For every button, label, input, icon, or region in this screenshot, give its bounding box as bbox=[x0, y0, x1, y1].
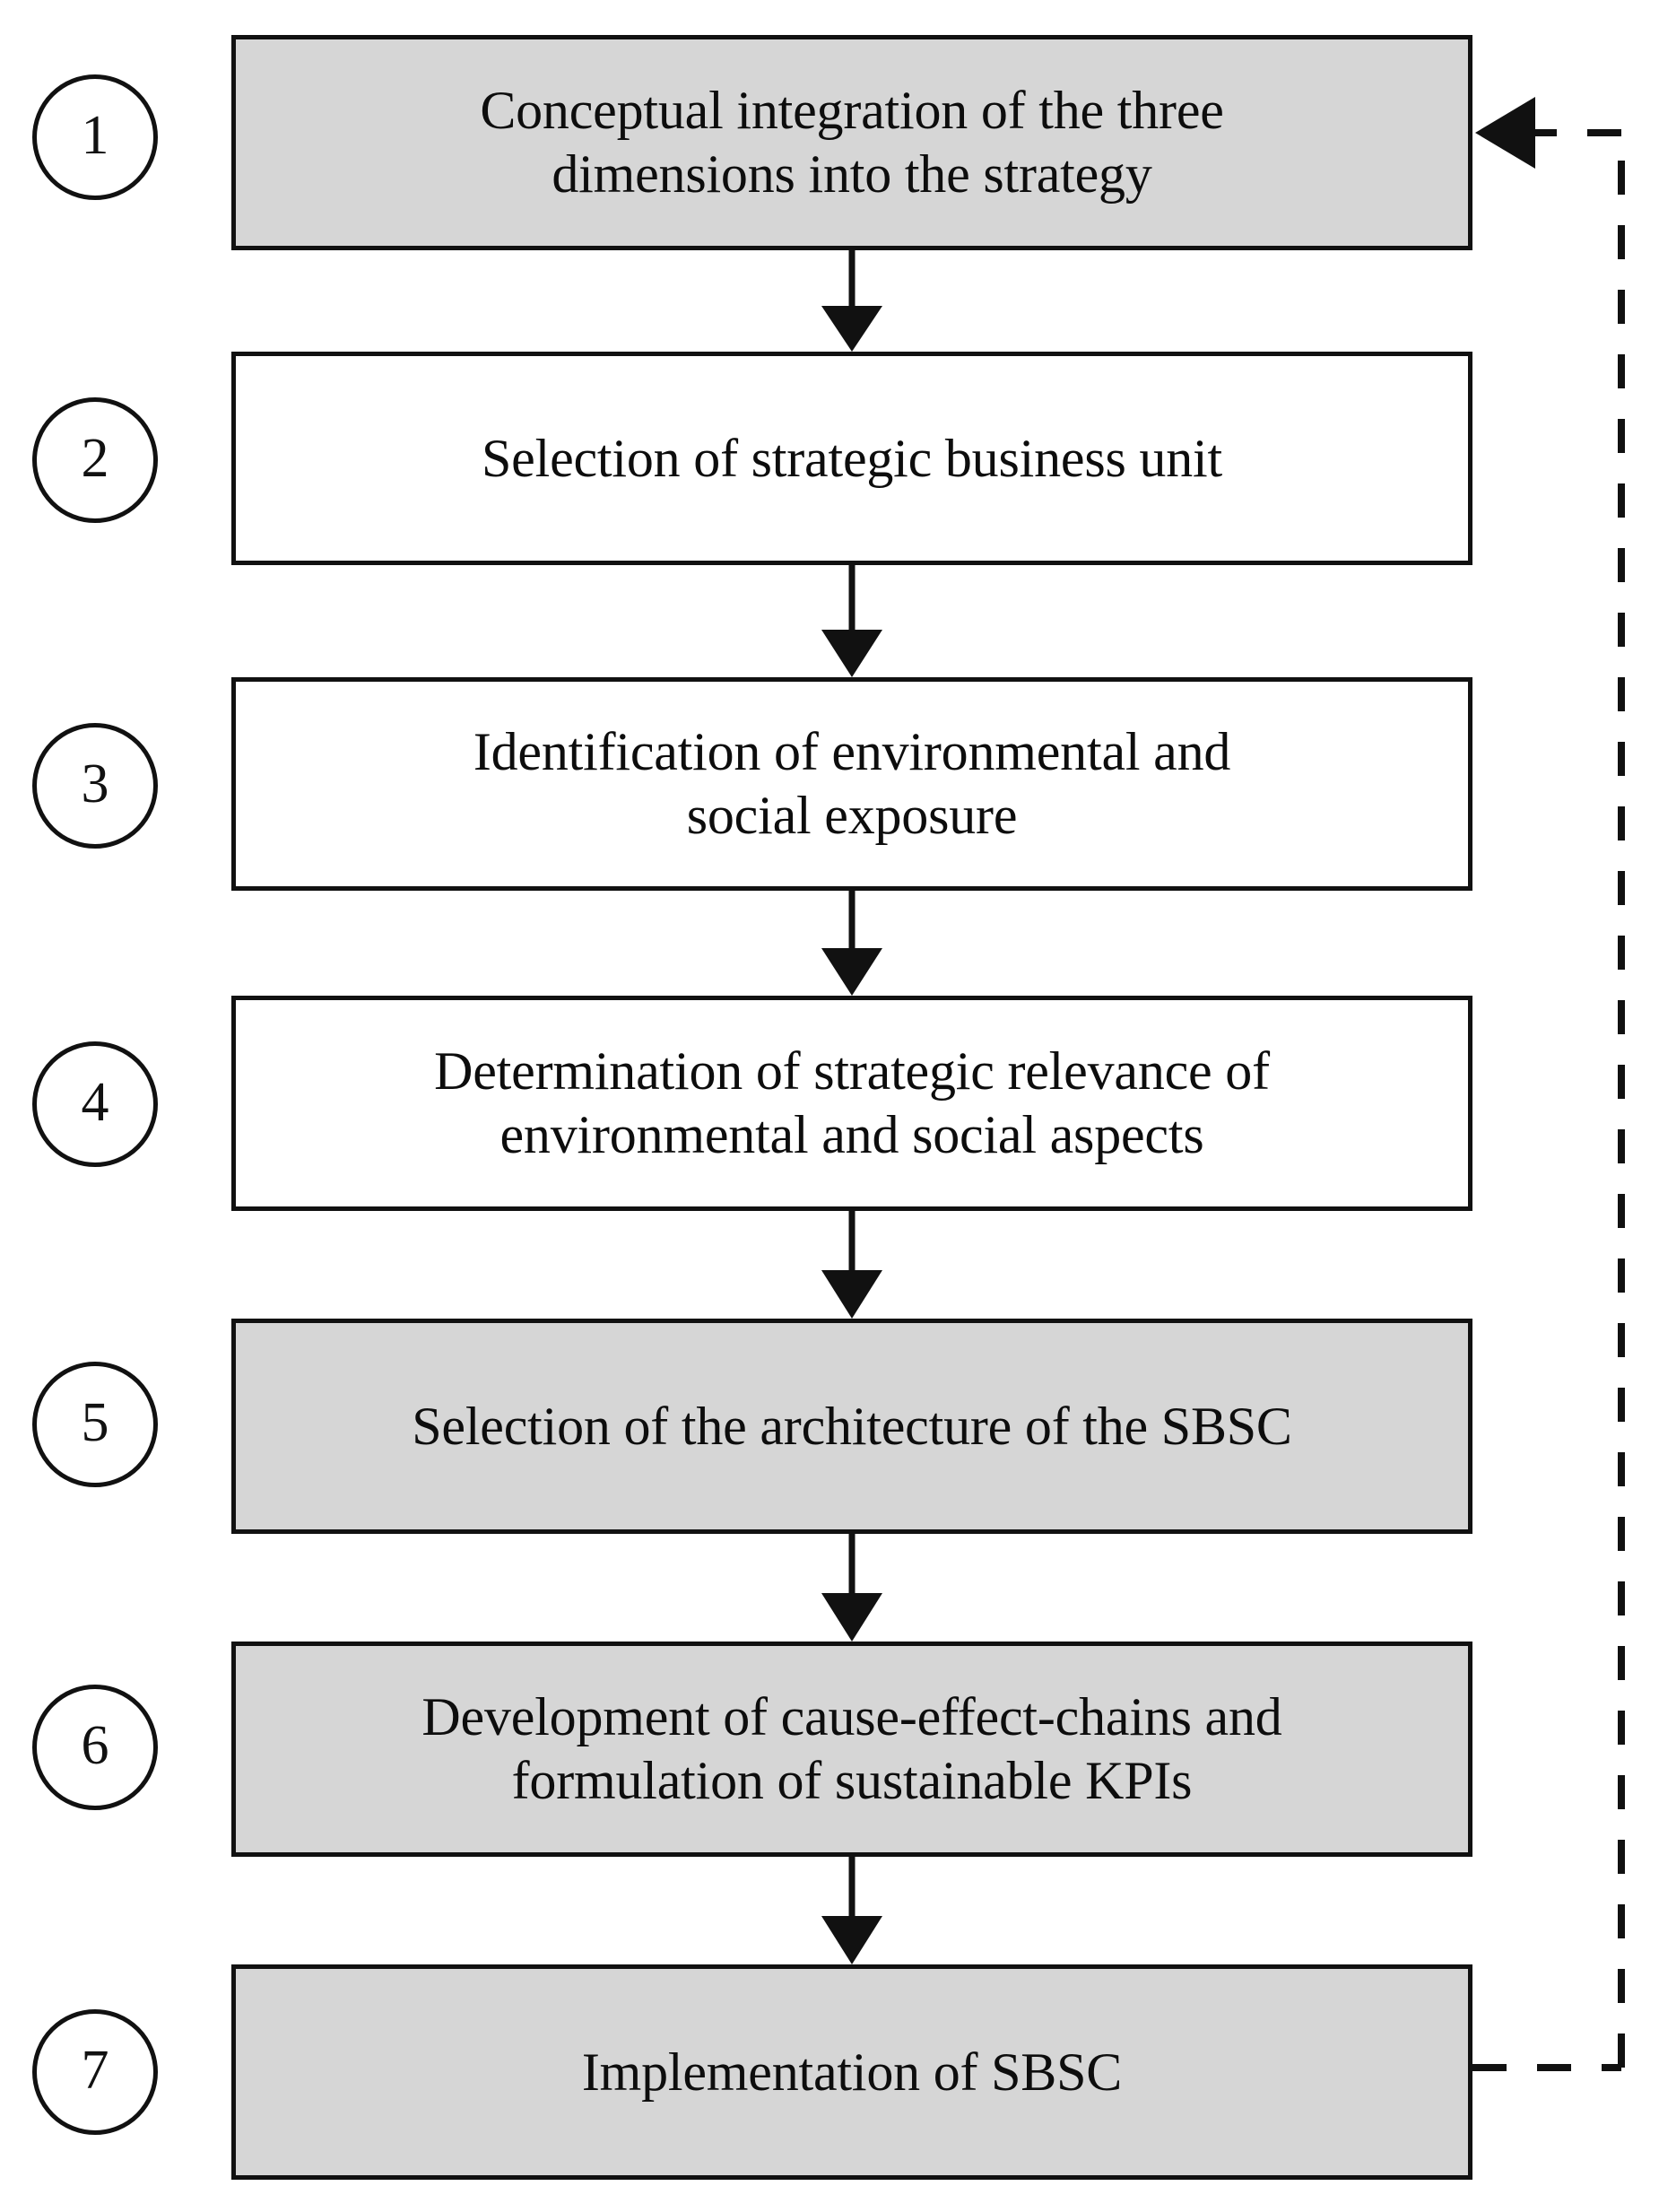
step-label-3: Identification of environmental and soci… bbox=[473, 720, 1231, 848]
step-number-circle-7: 7 bbox=[32, 2009, 158, 2135]
connector-3-to-4 bbox=[0, 891, 1659, 996]
connector-1-to-2 bbox=[0, 250, 1659, 352]
step-number-circle-4: 4 bbox=[32, 1041, 158, 1167]
step-label-5-line-1: Selection of the architecture of the SBS… bbox=[412, 1396, 1292, 1456]
step-number-6: 6 bbox=[81, 1715, 109, 1776]
step-label-4-line-2: environmental and social aspects bbox=[499, 1105, 1204, 1164]
step-box-5[interactable]: Selection of the architecture of the SBS… bbox=[231, 1319, 1472, 1534]
step-label-4: Determination of strategic relevance of … bbox=[434, 1040, 1270, 1167]
step-label-6: Development of cause-effect-chains and f… bbox=[421, 1685, 1281, 1813]
step-label-3-line-1: Identification of environmental and bbox=[473, 722, 1231, 782]
step-label-7: Implementation of SBSC bbox=[582, 2041, 1122, 2104]
step-box-3[interactable]: Identification of environmental and soci… bbox=[231, 677, 1472, 891]
step-label-1-line-2: dimensions into the strategy bbox=[552, 144, 1152, 204]
connector-2-to-3 bbox=[0, 565, 1659, 677]
step-label-7-line-1: Implementation of SBSC bbox=[581, 2042, 1123, 2102]
step-label-1: Conceptual integration of the three dime… bbox=[480, 79, 1224, 206]
step-number-1: 1 bbox=[81, 105, 109, 166]
step-number-circle-2: 2 bbox=[32, 397, 158, 523]
connector-6-to-7 bbox=[0, 1857, 1659, 1964]
step-label-1-line-1: Conceptual integration of the three bbox=[480, 81, 1224, 141]
step-box-2[interactable]: Selection of strategic business unit bbox=[231, 352, 1472, 565]
step-box-7[interactable]: Implementation of SBSC bbox=[231, 1964, 1472, 2180]
step-box-1[interactable]: Conceptual integration of the three dime… bbox=[231, 35, 1472, 250]
step-label-6-line-1: Development of cause-effect-chains and bbox=[421, 1687, 1282, 1747]
step-number-circle-1: 1 bbox=[32, 74, 158, 200]
step-number-4: 4 bbox=[81, 1072, 109, 1133]
step-label-4-line-1: Determination of strategic relevance of bbox=[434, 1041, 1270, 1102]
step-number-7: 7 bbox=[81, 2040, 109, 2101]
step-number-circle-3: 3 bbox=[32, 723, 158, 849]
step-number-circle-6: 6 bbox=[32, 1685, 158, 1810]
connector-4-to-5 bbox=[0, 1211, 1659, 1319]
feedback-arrowhead-icon bbox=[1475, 97, 1535, 169]
step-label-5: Selection of the architecture of the SBS… bbox=[412, 1395, 1292, 1459]
step-number-3: 3 bbox=[81, 753, 109, 814]
step-label-2: Selection of strategic business unit bbox=[482, 427, 1222, 491]
step-box-4[interactable]: Determination of strategic relevance of … bbox=[231, 996, 1472, 1211]
step-label-3-line-2: social exposure bbox=[686, 786, 1018, 845]
step-label-6-line-2: formulation of sustainable KPIs bbox=[511, 1751, 1193, 1810]
step-number-2: 2 bbox=[81, 428, 109, 489]
step-label-2-line-1: Selection of strategic business unit bbox=[482, 428, 1222, 488]
step-number-5: 5 bbox=[81, 1392, 109, 1453]
connector-5-to-6 bbox=[0, 1534, 1659, 1642]
step-number-circle-5: 5 bbox=[32, 1362, 158, 1487]
step-box-6[interactable]: Development of cause-effect-chains and f… bbox=[231, 1642, 1472, 1857]
